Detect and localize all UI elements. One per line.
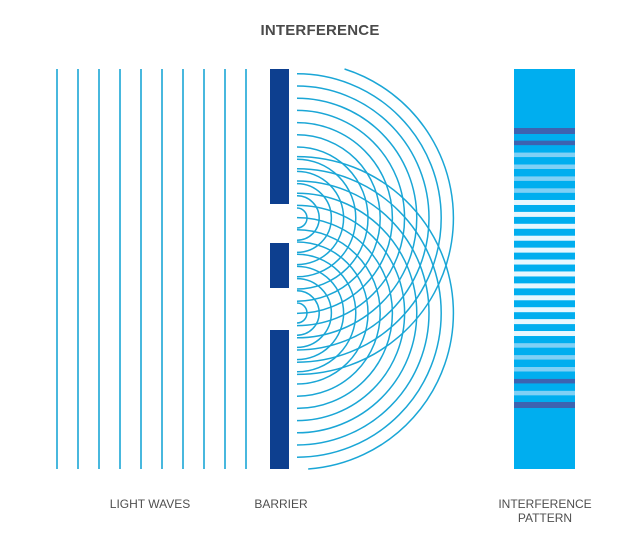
- wavefront-arc-slit-1: [296, 182, 333, 254]
- wavefront-arc-slit-2: [296, 290, 320, 336]
- barrier-segment: [270, 330, 289, 469]
- pattern-band: [514, 235, 575, 241]
- pattern-band: [514, 402, 575, 408]
- barrier-label: BARRIER: [254, 497, 308, 511]
- light-waves-label: LIGHT WAVES: [109, 497, 191, 511]
- diagram-title: INTERFERENCE: [260, 22, 380, 39]
- wavefront-arc-slit-2: [296, 277, 333, 349]
- pattern-band: [514, 140, 575, 146]
- pattern-band: [514, 319, 575, 325]
- pattern-band: [514, 283, 575, 289]
- barrier-segment: [270, 243, 289, 288]
- pattern-band: [514, 152, 575, 158]
- wavefront-arc-slit-1: [296, 121, 394, 315]
- wavefront-arc-slit-2: [296, 192, 418, 434]
- pattern-band: [514, 211, 575, 217]
- pattern-band: [514, 188, 575, 193]
- wavefront-arc-slit-2: [296, 302, 308, 324]
- wavefront-arc-slit-2: [296, 265, 345, 361]
- pattern-band: [514, 247, 575, 253]
- wavefront-arc-slit-2: [296, 155, 455, 470]
- wavefront-arc-slit-1: [296, 68, 455, 376]
- wavefront-arc-slit-1: [296, 146, 369, 290]
- wavefront-arc-slit-2: [296, 253, 357, 373]
- wavefront-arc-slit-2: [296, 204, 406, 422]
- wavefront-arc-slit-2: [296, 241, 369, 385]
- pattern-band: [514, 367, 575, 372]
- wavefront-arc-slit-1: [296, 158, 357, 278]
- barrier: [270, 69, 289, 469]
- pattern-band: [514, 259, 575, 265]
- pattern-band: [514, 390, 575, 396]
- pattern-band: [514, 128, 575, 134]
- barrier-segment: [270, 69, 289, 204]
- pattern-band: [514, 307, 575, 313]
- wavefront-arc-slit-2: [296, 180, 430, 446]
- interference-pattern-screen: [514, 69, 575, 469]
- interference-pattern-label: INTERFERENCE PATTERN: [490, 497, 600, 525]
- wavefront-arc-slit-2: [296, 216, 394, 410]
- light-waves-group: [56, 69, 247, 469]
- wavefront-arc-slit-2: [296, 229, 381, 397]
- wavefront-arc-slit-1: [296, 170, 345, 266]
- interference-pattern-label-line2: PATTERN: [517, 511, 573, 525]
- pattern-band: [514, 331, 575, 337]
- wavefront-arc-slit-1: [296, 195, 320, 241]
- pattern-band: [514, 271, 575, 277]
- pattern-band: [514, 164, 575, 169]
- wavefront-arc-slit-1: [296, 73, 442, 363]
- pattern-band: [514, 355, 575, 360]
- wavefront-arc-slit-1: [296, 85, 430, 351]
- wavefront-arc-slit-2: [296, 168, 442, 458]
- pattern-band: [514, 378, 575, 384]
- pattern-band: [514, 199, 575, 205]
- pattern-band: [514, 295, 575, 301]
- interference-pattern-label-line1: INTERFERENCE: [498, 497, 592, 511]
- wavefront-arc-slit-1: [296, 97, 418, 339]
- diffracted-waves-group: [296, 68, 455, 470]
- pattern-band: [514, 223, 575, 229]
- wavefront-arc-slit-1: [296, 134, 381, 302]
- pattern-band: [514, 176, 575, 181]
- pattern-band: [514, 343, 575, 348]
